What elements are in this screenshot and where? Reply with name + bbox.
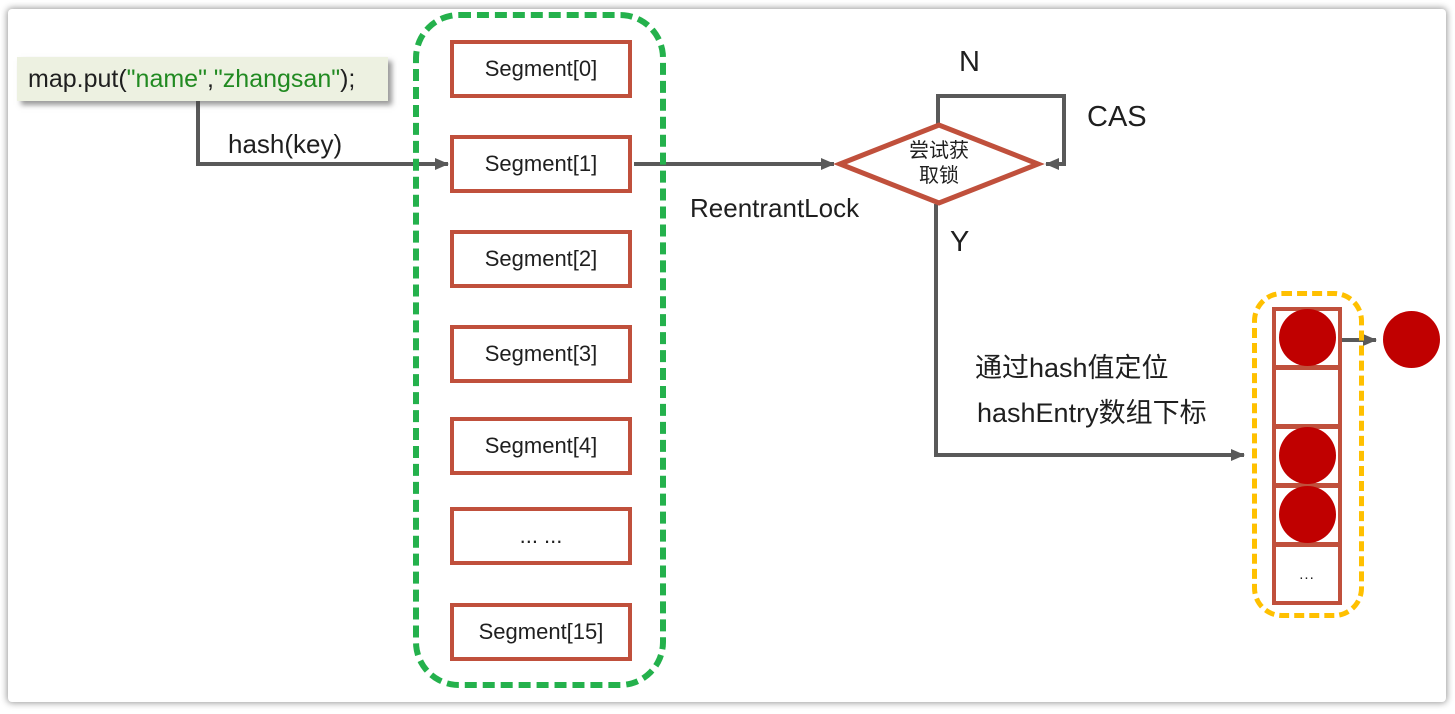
hash-key-label: hash(key) (228, 129, 343, 159)
hash-entry-cell-1 (1272, 366, 1342, 428)
code-suffix: ); (340, 65, 356, 93)
decision-label-line1: 尝试获 (909, 140, 969, 162)
slide-canvas (8, 9, 1446, 702)
segment-box-4: Segment[4] (450, 417, 632, 475)
code-string-key: "name" (126, 65, 207, 93)
decision-label-line2: 取锁 (919, 165, 959, 187)
hash-entry-ellipsis: ... (1299, 565, 1315, 583)
hash-entry-array-container (1252, 291, 1364, 618)
locate-text-line2: hashEntry数组下标 (977, 398, 1207, 428)
hash-entry-cell-4: ... (1272, 543, 1342, 605)
decision-diamond (833, 122, 1045, 206)
branch-yes-label: Y (950, 226, 970, 258)
decision-diamond-label: 尝试获 取锁 (889, 139, 989, 189)
hash-arrow (196, 100, 449, 170)
segment-box-2: Segment[2] (450, 230, 632, 288)
code-string-value: "zhangsan" (213, 65, 341, 93)
code-prefix: map.put( (28, 65, 127, 93)
entry-node-3 (1279, 486, 1336, 543)
code-comma: , (206, 65, 214, 93)
cas-retry-loop-arrow (936, 94, 1066, 170)
segment-box-3: Segment[3] (450, 325, 632, 383)
segment-box-15: Segment[15] (450, 603, 632, 661)
reentrant-lock-label: ReentrantLock (690, 193, 860, 223)
segment-array-container (413, 12, 666, 688)
entry-node-2 (1279, 427, 1336, 484)
code-snippet: map.put("name","zhangsan"); (17, 57, 388, 101)
cas-label: CAS (1087, 101, 1147, 133)
branch-no-label: N (959, 46, 980, 78)
linked-next-node (1383, 311, 1440, 368)
segment-box-1: Segment[1] (450, 135, 632, 193)
locate-entry-arrow (934, 204, 1245, 461)
segment-box-0: Segment[0] (450, 40, 632, 98)
locate-text-line1: 通过hash值定位 (975, 353, 1169, 383)
entry-node-0 (1279, 309, 1336, 366)
segment-box-ellipsis: ... ... (450, 507, 632, 565)
